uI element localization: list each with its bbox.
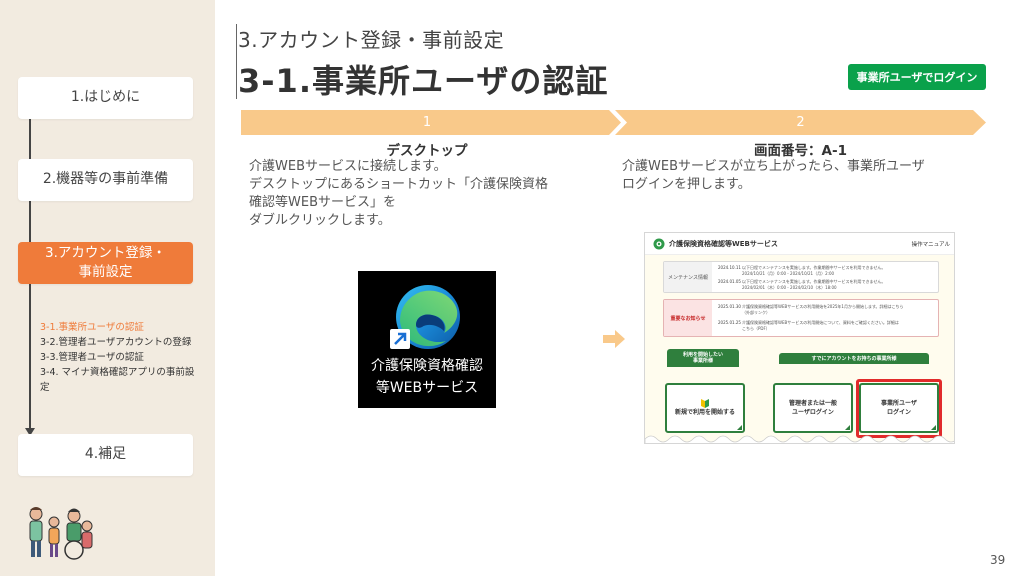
maintenance-row: 2024.01.05以下日程でメンテナンスを実施します。作業期間中サービスを利用… [718,279,886,284]
button-label: ユーザログイン [792,409,834,416]
admin-or-general-login-button[interactable]: 管理者または一般 ユーザログイン [773,383,853,433]
shortcut-label-line: 介護保険資格確認 [371,358,483,374]
step-1-heading: デスクトップ [386,143,468,159]
step-bar-segment-2 [615,110,986,135]
maintenance-row: 2024/02/01（木）0:00 - 2024/02/10（木）18:00 [742,285,837,290]
sidebar-item-supplement[interactable]: 4.補足 [18,434,193,476]
people-illustration [29,507,93,560]
corner-mark [845,425,850,430]
step-1-line: 確認等WEBサービス」を [249,195,396,210]
button-label: ログイン [886,409,911,416]
tab-existing-users: すでにアカウントをお持ちの事業所様 [779,353,929,364]
important-notice-box: 重要なお知らせ 2025.01.30介護保険資格確認等WEBサービスの利用開始を… [663,299,939,337]
tab-new-users: 利用を開始したい 事業所様 [667,349,739,367]
button-label: 事業所ユーザ [881,400,917,407]
notice-row: 2025.01.25介護保険資格確認等WEBサービスの利用開始について、資料をご… [718,320,899,325]
step-1-line: ダブルクリックします。 [249,213,391,228]
arrow-right-icon [603,330,625,348]
subitem-office-user-auth[interactable]: 3-1.事業所ユーザの認証 [40,322,144,333]
step-2-line: ログインを押します。 [622,177,751,192]
important-label: 重要なお知らせ [664,300,712,336]
tab-label: 利用を開始したい [682,352,723,358]
sidebar-item-label: 3.アカウント登録・ [45,245,166,262]
sidebar-item-account-setup[interactable]: 3.アカウント登録・ 事前設定 [18,242,193,284]
maintenance-row: 2024/10/21（月）0:00 - 2024/10/21（月）2:00 [742,271,835,276]
edge-browser-icon [390,285,460,349]
sidebar-item-label: 1.はじめに [70,89,141,106]
subitem-myna-app-setup-cont: 定 [40,382,50,393]
button-label: 新規で利用を開始する [674,409,735,416]
step-1-description: 介護WEBサービスに接続します。 デスクトップにあるショートカット「介護保険資格… [249,158,609,230]
web-title: 介護保険資格確認等WEBサービス [669,240,778,248]
page-title: 3-1.事業所ユーザの認証 [238,62,609,100]
subitem-myna-app-setup[interactable]: 3-4. マイナ資格確認アプリの事前設 [40,367,195,378]
corner-mark [737,425,742,430]
notice-row: 2025.01.30介護保険資格確認等WEBサービスの利用開始を2025年1月か… [718,304,904,309]
step-2-description: 介護WEBサービスが立ち上がったら、事業所ユーザ ログインを押します。 [622,158,984,194]
torn-edge [645,435,954,443]
subitem-admin-account-register[interactable]: 3-2.管理者ユーザアカウントの登録 [40,337,192,348]
timeline-arrow-icon [25,428,35,436]
office-user-login-badge: 事業所ユーザでログイン [848,64,986,90]
step-bar [241,110,986,135]
sidebar: 1.はじめに 2.機器等の事前準備 3.アカウント登録・ 事前設定 3-1.事業… [0,0,215,576]
step-bar-segment-1 [241,110,621,135]
new-registration-button[interactable]: 新規で利用を開始する [665,383,745,433]
highlight-frame [856,379,942,438]
shortcut-label: 介護保険資格確認 等WEBサービス [358,355,496,399]
corner-mark [931,425,936,430]
step-1-line: 介護WEBサービスに接続します。 [249,159,447,174]
sidebar-item-device-preparation[interactable]: 2.機器等の事前準備 [18,159,193,201]
service-logo-icon [653,238,665,250]
sidebar-item-introduction[interactable]: 1.はじめに [18,77,193,119]
notice-row: こちら（PDF） [742,326,770,331]
sidebar-item-label: 2.機器等の事前準備 [42,171,169,188]
text-cursor [236,24,237,99]
step-1-line: デスクトップにあるショートカット「介護保険資格 [249,177,549,192]
office-user-login-button[interactable]: 事業所ユーザ ログイン [859,383,939,433]
web-manual-link[interactable]: 操作マニュアル [911,242,950,248]
web-service-screenshot: 介護保険資格確認等WEBサービス 操作マニュアル メンテナンス情報 2024.1… [644,232,955,444]
section-label: 3.アカウント登録・事前設定 [238,28,505,52]
button-label: 管理者または一般 [788,400,837,407]
step-number-1: 1 [422,115,432,130]
page-number: 39 [990,553,1006,567]
maintenance-label: メンテナンス情報 [664,262,712,292]
maintenance-row: 2024.10.11以下日程でメンテナンスを実施します。作業期間中サービスを利用… [718,265,886,270]
desktop-shortcut[interactable]: 介護保険資格確認 等WEBサービス [358,271,496,408]
beginner-mark-icon [701,399,709,408]
step-number-2: 2 [796,115,805,130]
sidebar-item-label: 事前設定 [78,264,133,280]
tab-label: 事業所様 [692,358,713,364]
sidebar-item-label: 4.補足 [84,446,127,463]
shortcut-label-line: 等WEBサービス [375,380,479,396]
step-2-heading: 画面番号：A-1 [754,143,847,159]
web-header: 介護保険資格確認等WEBサービス 操作マニュアル [645,233,954,255]
maintenance-box: メンテナンス情報 2024.10.11以下日程でメンテナンスを実施します。作業期… [663,261,939,293]
sidebar-subitems: 3-1.事業所ユーザの認証 3-2.管理者ユーザアカウントの登録 3-3.管理者… [40,320,215,395]
subitem-admin-user-auth[interactable]: 3-3.管理者ユーザの認証 [40,352,144,363]
step-2-line: 介護WEBサービスが立ち上がったら、事業所ユーザ [622,159,925,174]
web-body: メンテナンス情報 2024.10.11以下日程でメンテナンスを実施します。作業期… [645,255,954,443]
notice-row: （外部リンク） [742,310,770,315]
